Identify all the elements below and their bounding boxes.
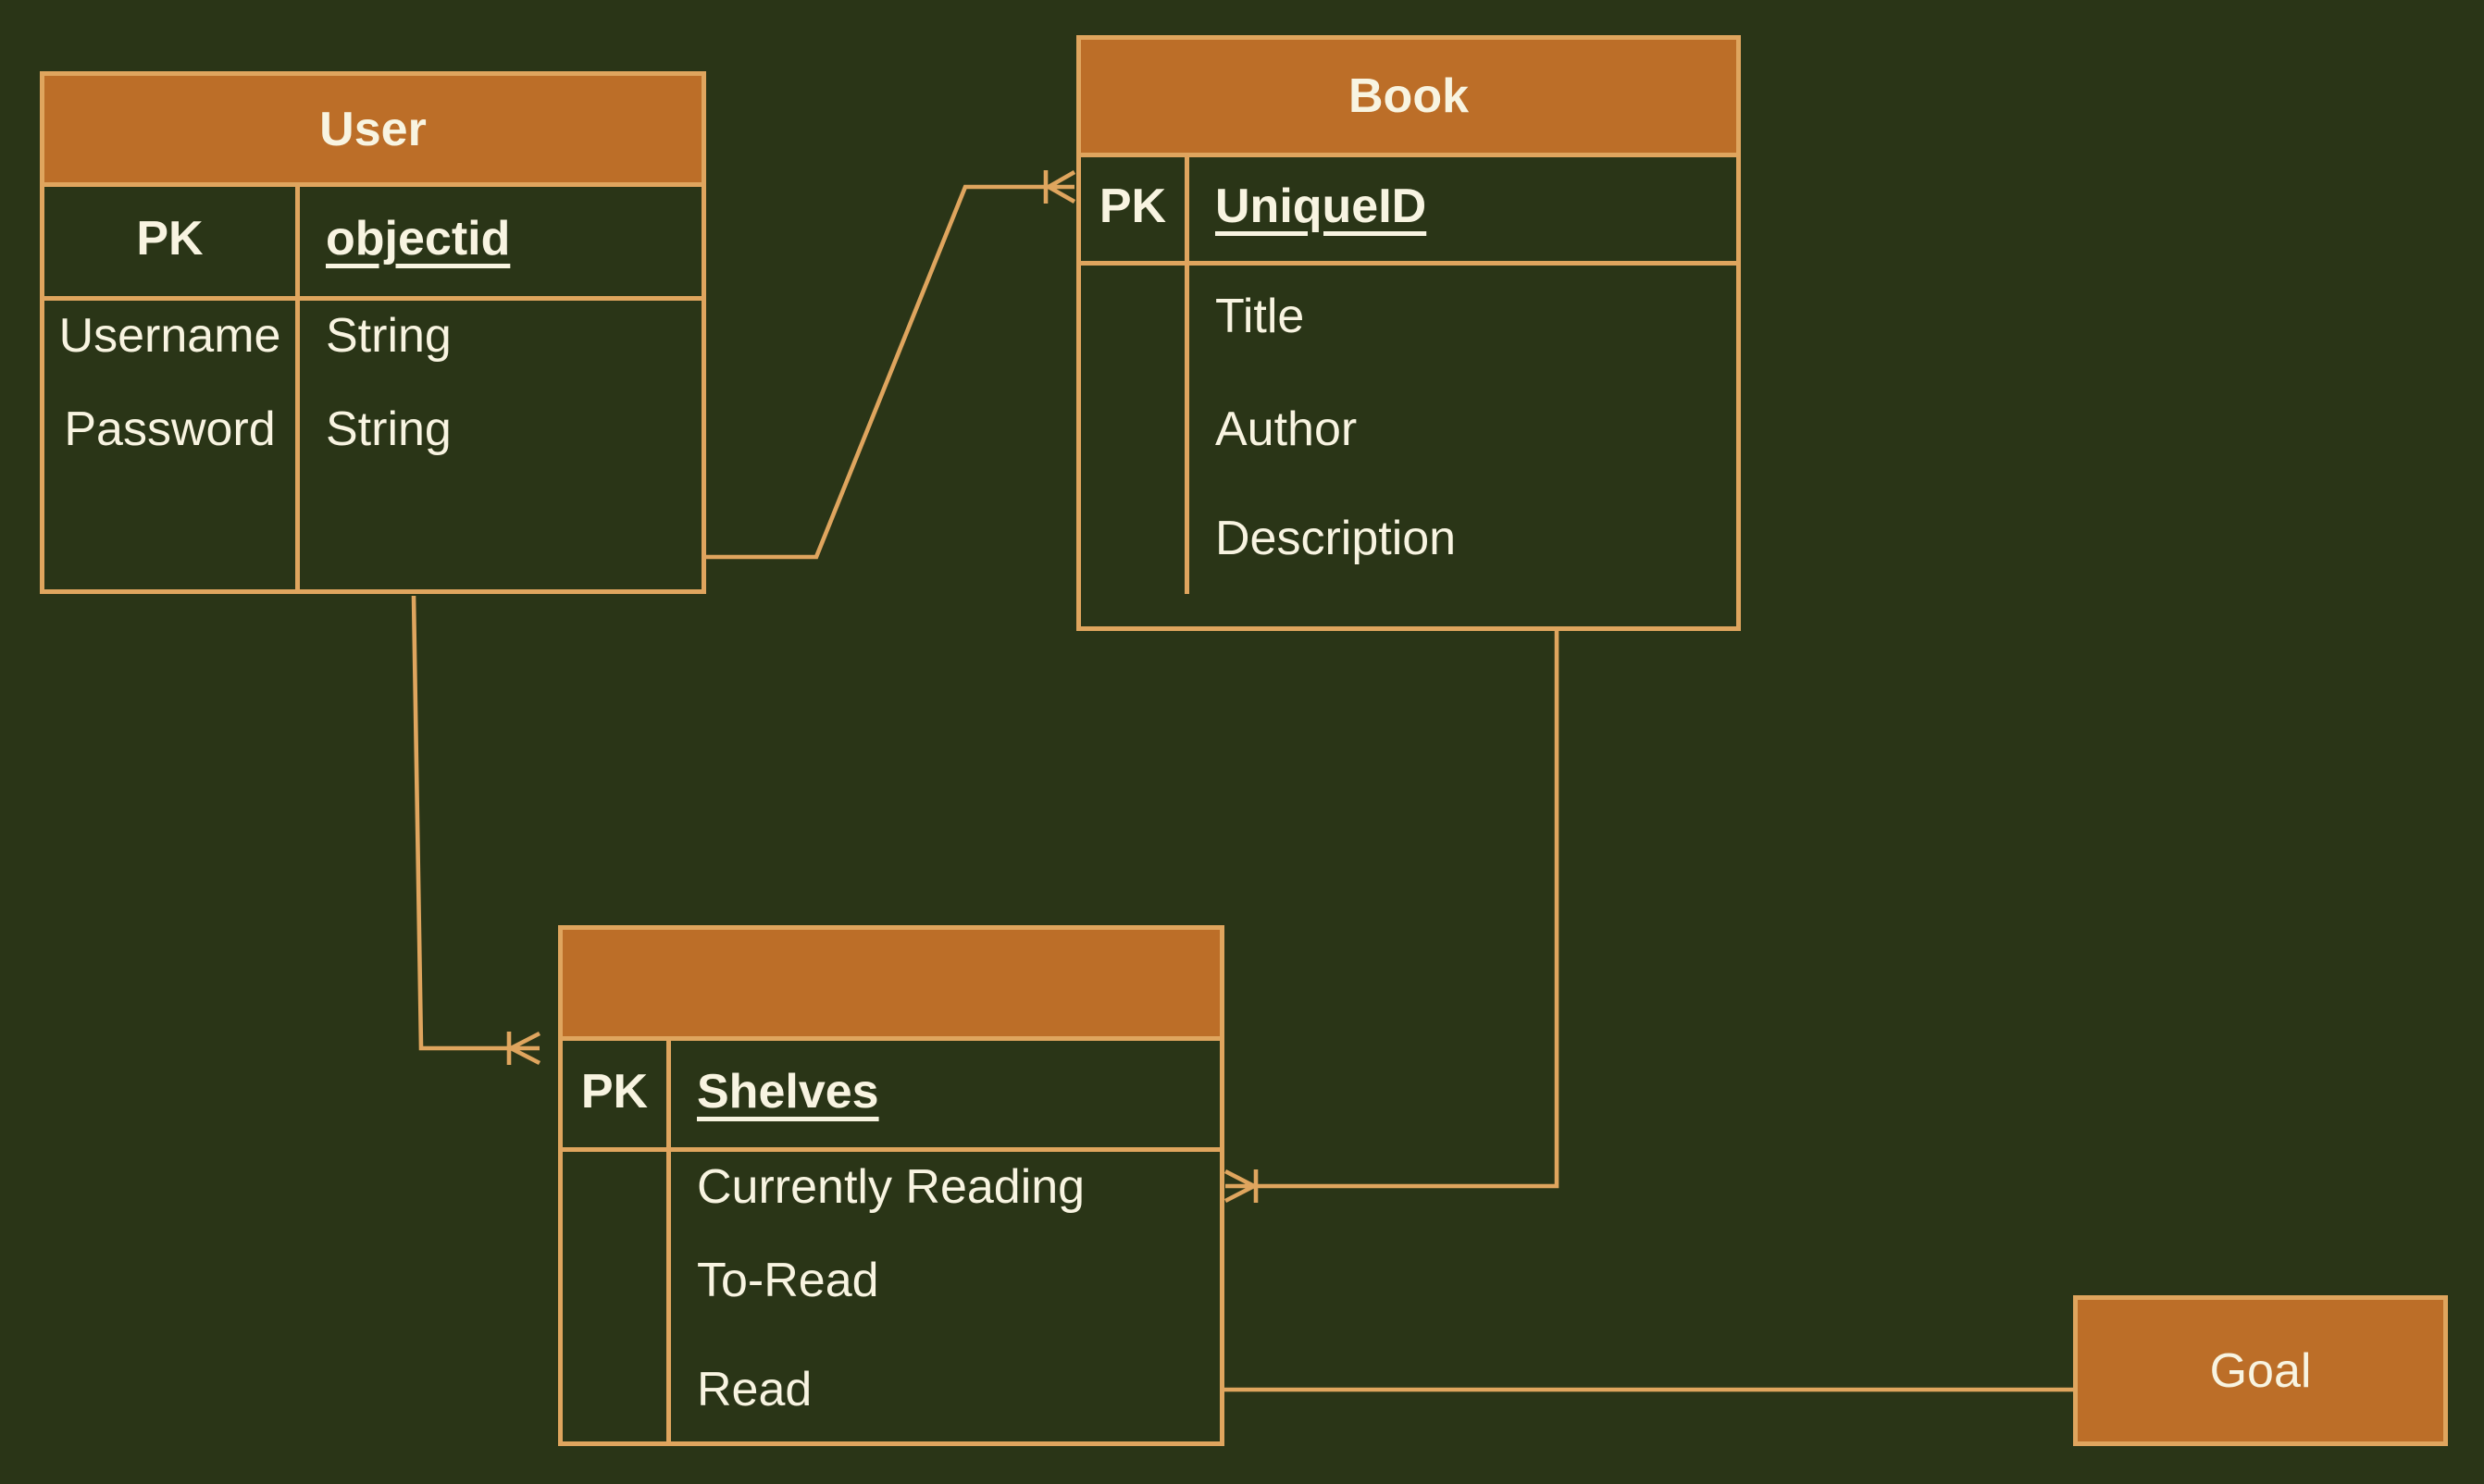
- book-attr-author: Author: [1215, 402, 1358, 456]
- shelves-attr-currently-reading: Currently Reading: [697, 1160, 1086, 1214]
- relationship-user-book-line: [706, 184, 1049, 560]
- entity-book-header: Book: [1081, 40, 1736, 157]
- entity-book: Book PK UniqueID Title Author Descriptio…: [1076, 35, 1741, 631]
- user-attr-password-type: String: [326, 402, 452, 456]
- crow-foot-marker-book: [1043, 170, 1076, 204]
- book-pk-row-divider: [1081, 261, 1736, 266]
- node-goal: Goal: [2073, 1295, 2448, 1446]
- entity-book-title: Book: [1348, 69, 1469, 123]
- user-attr-username-type: String: [326, 309, 452, 363]
- shelves-attr-read: Read: [697, 1363, 813, 1416]
- crow-foot-marker-shelves-left: [506, 1031, 541, 1066]
- shelves-pk-attribute: Shelves: [697, 1065, 879, 1119]
- shelves-column-divider: [666, 1036, 671, 1441]
- shelves-attr-to-read: To-Read: [697, 1254, 879, 1307]
- user-attr-password: Password: [64, 402, 276, 456]
- relationship-user-shelves-line: [411, 595, 511, 1051]
- book-attr-description: Description: [1215, 512, 1457, 565]
- shelves-pk-row-divider: [563, 1147, 1220, 1152]
- book-pk-attribute: UniqueID: [1215, 179, 1427, 233]
- crow-foot-marker-shelves-right: [1223, 1169, 1259, 1204]
- book-column-divider: [1185, 153, 1189, 594]
- entity-shelves-header: [563, 930, 1220, 1041]
- entity-user-header: User: [44, 76, 702, 187]
- entity-shelves: PK Shelves Currently Reading To-Read Rea…: [558, 925, 1224, 1446]
- user-column-divider: [295, 182, 300, 589]
- book-attr-title: Title: [1215, 290, 1305, 343]
- relationship-book-shelves-line: [1256, 631, 1559, 1189]
- user-attr-username: Username: [58, 309, 281, 363]
- node-goal-label: Goal: [2209, 1343, 2312, 1398]
- entity-user-title: User: [319, 102, 427, 156]
- entity-user: User PK objectid Username String Passwor…: [40, 71, 706, 594]
- user-pk-attribute: objectid: [326, 212, 511, 266]
- book-pk-key-label: PK: [1099, 179, 1167, 233]
- shelves-pk-key-label: PK: [580, 1065, 649, 1119]
- user-pk-key-label: PK: [136, 212, 204, 266]
- user-pk-row-divider: [44, 296, 702, 301]
